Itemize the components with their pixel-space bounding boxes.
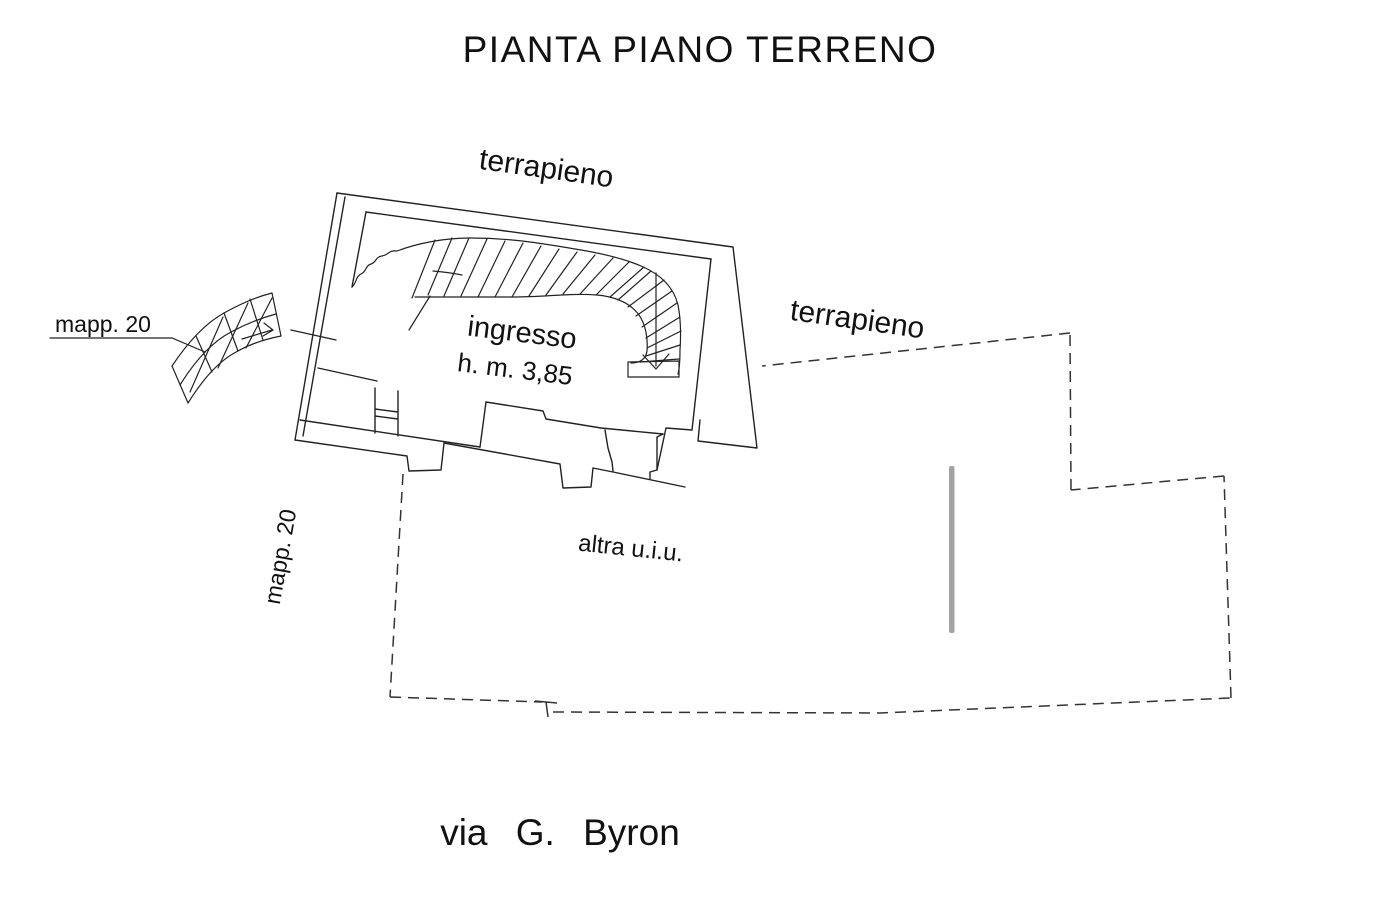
label-terrapieno-top: terrapieno: [477, 143, 615, 194]
mapp20-leader-line: [49, 337, 206, 353]
main-staircase: [351, 237, 682, 378]
gray-bar-marker: [949, 466, 955, 633]
label-altra-uiu: altra u.i.u.: [577, 530, 685, 568]
label-ingresso-height: h. m. 3,85: [456, 347, 574, 391]
parcel-boundary-dashed: [389, 332, 1232, 718]
label-street-name: via G. Byron: [440, 812, 680, 853]
page-title: PIANTA PIANO TERRENO: [463, 29, 938, 70]
label-mapp20-side: mapp. 20: [259, 507, 301, 606]
left-exterior-staircase: [171, 292, 282, 404]
stair-arrow-icon: [642, 353, 670, 370]
stair-landing: [627, 360, 680, 378]
label-ingresso: ingresso: [466, 311, 579, 356]
wall-opening-tick: [290, 329, 337, 341]
stair-treads: [411, 237, 682, 363]
label-mapp20-left: mapp. 20: [55, 311, 151, 337]
label-terrapieno-right: terrapieno: [788, 294, 926, 345]
partition-jamb: [374, 387, 399, 437]
left-stair-arrow-icon: [241, 329, 273, 340]
building-walls: [290, 192, 758, 489]
